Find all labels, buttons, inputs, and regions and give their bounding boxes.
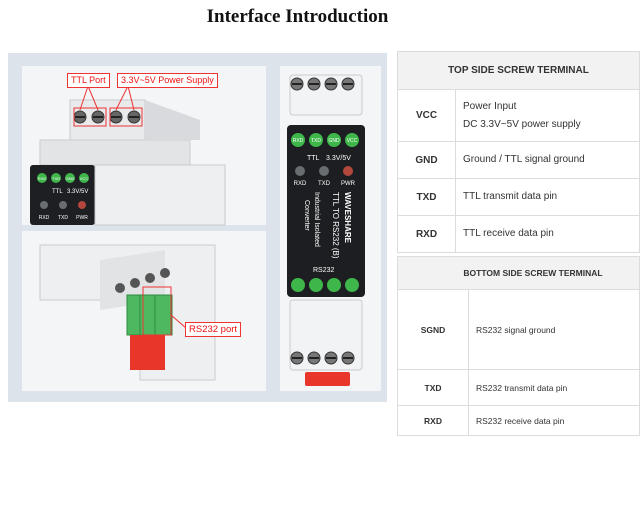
top-pin-gnd: GND bbox=[328, 138, 340, 144]
pin-description: TTL transmit data pin bbox=[455, 178, 640, 216]
led-label-txd: TXD bbox=[318, 181, 331, 187]
top-pin-rxd: RXD bbox=[293, 138, 304, 144]
pin-description: Ground / TTL signal ground bbox=[455, 141, 640, 179]
svg-text:RXD: RXD bbox=[38, 176, 47, 181]
top-table-header: TOP SIDE SCREW TERMINAL bbox=[397, 51, 640, 90]
page-title: Interface Introduction bbox=[206, 6, 389, 27]
top-terminal-table: TOP SIDE SCREW TERMINAL VCC Power Input … bbox=[397, 51, 640, 253]
top-closeup-device: RXD TXD GND VCC TTL 3.3V/5V RXD TXD PWR bbox=[30, 85, 226, 226]
pin-label: TXD bbox=[397, 369, 469, 406]
power-supply-callout: 3.3V~5V Power Supply bbox=[117, 73, 218, 88]
svg-text:3.3V/5V: 3.3V/5V bbox=[67, 189, 88, 195]
led-txd bbox=[319, 166, 329, 176]
front-bottom-screws bbox=[290, 351, 355, 365]
din-rail-latch bbox=[130, 335, 165, 370]
pin-description-line1: Power Input bbox=[463, 100, 517, 112]
pin-description: Power Input DC 3.3V~5V power supply bbox=[455, 89, 640, 142]
led-rxd bbox=[295, 166, 305, 176]
led-pwr bbox=[343, 166, 353, 176]
bottom-closeup-device bbox=[39, 244, 216, 381]
rs232-label: RS232 bbox=[313, 267, 335, 274]
brand-name: WAVESHARE bbox=[343, 192, 352, 244]
front-top-screws bbox=[290, 77, 355, 91]
top-pin-dots-closeup: RXD TXD GND VCC bbox=[37, 173, 89, 183]
front-view-device: RXD TXD GND VCC TTL 3.3V/5V RXD TXD PWR … bbox=[287, 74, 365, 386]
status-leds: RXD TXD PWR bbox=[294, 166, 356, 187]
pin-label: RXD bbox=[397, 215, 456, 253]
pin-label: SGND bbox=[397, 289, 469, 370]
svg-text:GND: GND bbox=[66, 176, 75, 181]
pin-label: TXD bbox=[397, 178, 456, 216]
ttl-label: TTL bbox=[307, 155, 320, 162]
top-pin-txd: TXD bbox=[311, 138, 321, 144]
pin-description-line2: DC 3.3V~5V power supply bbox=[463, 118, 581, 130]
pin-description: TTL receive data pin bbox=[455, 215, 640, 253]
svg-text:VCC: VCC bbox=[80, 176, 89, 181]
svg-text:RXD: RXD bbox=[39, 215, 50, 221]
front-bottom-pins bbox=[291, 278, 359, 292]
bottom-table-header: BOTTOM SIDE SCREW TERMINAL bbox=[397, 256, 640, 290]
rs232-port-callout: RS232 port bbox=[185, 322, 242, 337]
led-label-pwr: PWR bbox=[341, 181, 356, 187]
svg-text:TTL: TTL bbox=[52, 189, 63, 195]
pin-label: RXD bbox=[397, 405, 469, 436]
rs232-terminal-block bbox=[126, 294, 173, 336]
svg-text:TXD: TXD bbox=[52, 176, 60, 181]
pin-description: RS232 receive data pin bbox=[468, 405, 640, 436]
ttl-port-callout: TTL Port bbox=[67, 73, 110, 88]
product-line-1: Industrial Isolated bbox=[313, 192, 320, 247]
bottom-terminal-table: BOTTOM SIDE SCREW TERMINAL SGND RS232 si… bbox=[397, 256, 640, 436]
pin-description: RS232 transmit data pin bbox=[468, 369, 640, 406]
front-din-latch bbox=[305, 372, 350, 386]
top-pin-vcc: VCC bbox=[347, 138, 358, 144]
svg-text:TXD: TXD bbox=[58, 215, 68, 221]
pin-description: RS232 signal ground bbox=[468, 289, 640, 370]
pin-label: VCC bbox=[397, 89, 456, 142]
pin-label: GND bbox=[397, 141, 456, 179]
led-label-rxd: RXD bbox=[294, 181, 307, 187]
product-line-2: Converter bbox=[303, 200, 310, 231]
top-screws bbox=[73, 110, 141, 124]
svg-text:PWR: PWR bbox=[76, 215, 88, 221]
voltage-label: 3.3V/5V bbox=[326, 155, 351, 162]
model-name: TTL TO RS232 (B) bbox=[331, 192, 340, 259]
front-top-pins: RXD TXD GND VCC bbox=[291, 133, 359, 147]
